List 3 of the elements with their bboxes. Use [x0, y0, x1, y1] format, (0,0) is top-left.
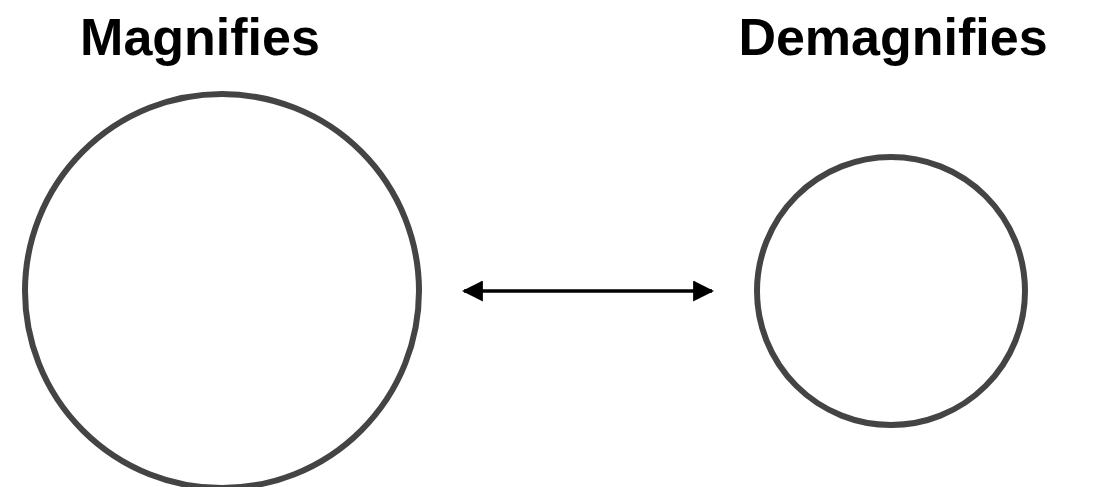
heading: Magnifies [80, 7, 320, 68]
double-arrow [461, 280, 715, 302]
heading: Demagnifies [738, 7, 1048, 68]
